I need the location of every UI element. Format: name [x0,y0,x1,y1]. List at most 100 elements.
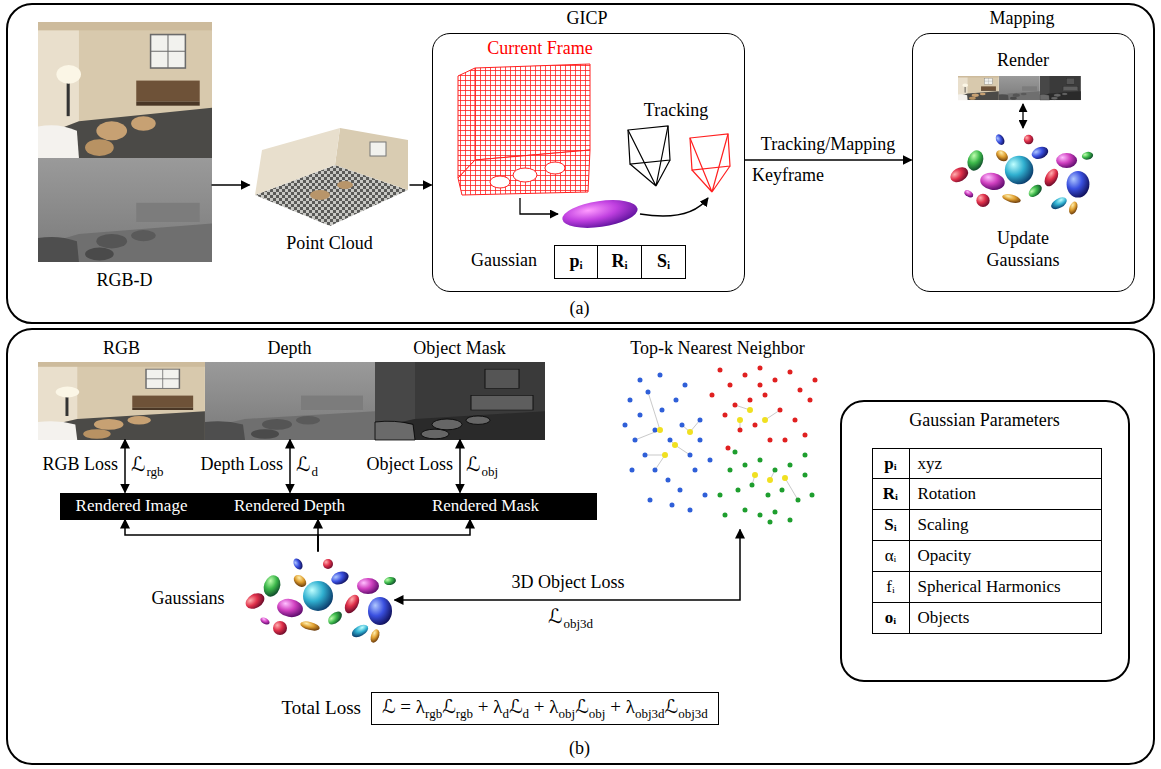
formula-subscript: rgb [425,706,442,721]
camera-frustum [628,126,670,186]
gicp-arrows [640,198,708,216]
frame-label: Current Frame [460,38,620,60]
node-title: RGB-D [65,270,185,292]
node-title: Total Loss [282,697,361,720]
point-cloud-picture [370,142,386,156]
total-loss: Total Lossℒ = λrgbℒrgb + λdℒd + λobjℒobj… [282,692,719,726]
knn-scatter [625,368,815,522]
tracking-label: Tracking [631,100,721,122]
point-cloud-picture [255,128,340,195]
rgbd-input: RGB-D [38,22,212,262]
edge-label: Object Loss [343,454,453,476]
current-frame-cloud [475,64,590,160]
formula-term: + λ [605,696,634,717]
camera-frustum [690,134,730,192]
table-cell: pᵢ [872,448,910,479]
table-cell: Scaling [910,510,1102,541]
knn-plot: Top-k Nearest Neighbor [615,362,820,530]
input-images [205,362,375,440]
loss-symbol: ℒ [131,452,145,476]
rendered-image: Rendered Image [60,493,205,520]
node-title: (a) [560,298,600,320]
render-label: Render [973,50,1073,72]
camera-frustum [690,134,730,192]
formula-term: + λ [473,696,502,717]
table-cell: pᵢ [554,245,598,279]
render-strip [958,76,999,100]
gicp-box: GICPGaussianpᵢRᵢSᵢ [432,33,745,292]
table-cell: fᵢ [872,572,910,603]
node-title: Rendered Image [62,496,202,516]
formula-term: ℒ = λ [382,696,425,717]
node-title: Rendered Mask [386,496,586,516]
rendered-depth: Rendered Depth [205,493,375,520]
render-arrow [1022,104,1023,128]
update-label: Update Gaussians [973,228,1073,271]
rgbd-pictures [38,22,212,262]
connector-arrow [410,184,432,186]
mask-image: Object Mask [375,362,545,440]
rgb-image: RGB [38,362,205,440]
current-frame-cloud [513,168,537,182]
point-cloud: Point Cloud [250,128,410,228]
current-frame-cloud [545,162,565,174]
connector-arrow [745,159,912,161]
point-cloud-picture [255,128,408,226]
point-cloud-picture [310,190,330,200]
current-frame-cloud [458,64,590,195]
connector-arrow [124,440,126,493]
formula-term: ℒ [575,696,589,717]
node-title: Point Cloud [260,233,400,255]
node-title: Mapping [962,8,1082,30]
knn-scatter [635,392,798,500]
input-images [38,362,545,440]
connector-arrow [318,520,470,552]
table-cell: Sᵢ [642,245,686,279]
current-frame-cloud [490,176,510,188]
table-cell: Opacity [910,541,1102,572]
node-title: Object Mask [390,338,530,360]
camera-frustum [628,126,670,186]
render-strip [958,76,1081,100]
formula-subscript: obj [589,706,606,721]
gaussian-ellipsoid [561,196,640,232]
node-title: Gaussian [471,250,537,272]
table-cell: Spherical Harmonics [910,572,1102,603]
rgbd-pictures [38,158,212,262]
loss-symbol: ℒ [296,452,310,476]
knn-scatter [712,368,815,448]
connector-arrow [395,530,741,601]
formula-subscript: obj3d [635,706,665,721]
loss-subscript: obj [481,464,498,480]
current-frame-cloud [458,150,590,195]
depth-image: Depth [205,362,375,440]
gaussian-cluster [243,557,397,644]
edge-label: Tracking/Mapping [743,134,913,156]
node-title: GICP [537,8,637,30]
node-title: RGB [82,338,162,360]
loss-subscript: obj3d [563,616,593,632]
edge-label: 3D Object Loss [483,572,653,594]
keyframe-label: Keyframe [752,165,824,187]
formula-term: + λ [529,696,558,717]
gaussian-cluster [948,133,1094,216]
panel-b: (b)RGBDepthObject MaskTop-k Nearest Neig… [6,328,1155,765]
table-cell: αᵢ [872,541,910,572]
knn-scatter [720,452,812,522]
table-cell: Rᵢ [598,245,642,279]
formula-term: ℒ [509,696,523,717]
node-title: Gaussians [152,588,225,610]
gaussians: Gaussians [150,552,395,648]
gaussian-table: Gaussian pᵢRᵢSᵢ [469,245,694,279]
table-cell: xyz [910,448,1102,479]
formula-subscript: obj [559,706,576,721]
loss-symbol: ℒ [548,604,562,628]
formula-term: ℒ [665,696,679,717]
formula-term: ℒ [442,696,456,717]
rendered-mask: Rendered Mask [375,493,597,520]
